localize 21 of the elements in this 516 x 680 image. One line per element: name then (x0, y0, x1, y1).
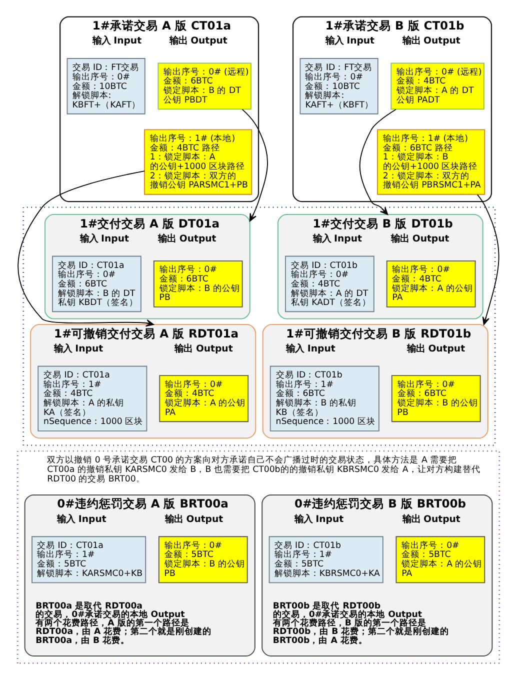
arrow (241, 108, 268, 222)
arrow (358, 108, 396, 215)
node-box: 交易 ID：CT01b 输出序号：1# 金额：6BTC 解锁脚本：B 的私钥 KB（签名） nSequence：1000 区块 (269, 366, 379, 432)
node-box: 输出序号：0# 金额：4BTC 锁定脚本：A 的公钥 PA (386, 260, 476, 308)
node-box: 交易 ID：CT01a 输出序号：1# 金额：4BTC 解锁脚本：A 的私钥 KA（签名） nSequence：1000 区块 (37, 366, 147, 432)
node-box: 输出序号：1# (本地) 金额：4BTC 路径 1：锁定脚本：A 的公钥+1000 区块路径 2：锁定脚本：双方的撤销公钥 PARSMC1+PB (144, 129, 252, 195)
node-box: 交易 ID：CT01a 输出序号：1# 金额：5BTC 解锁脚本：KARSMC0+KB (31, 536, 146, 584)
node-box: 输出序号：0# (远程) 金额：4BTC 锁定脚本：A 的 DT 公钥 PADT (390, 62, 484, 110)
node-box: 交易 ID：CT01a 输出序号：0# 金额：6BTC 解锁脚本：B 的 DT 私钥 KBDT（签名） (52, 256, 141, 312)
node-box: 输出序号：0# 金额：5BTC 锁定脚本：B 的公钥 PB (158, 536, 248, 584)
node-box: 输出序号：0# 金额：5BTC 锁定脚本：A 的公钥 PA (395, 536, 485, 584)
node-box: 输出序号：0# (远程) 金额：6BTC 锁定脚本：B 的 DT 公钥 PBDT (157, 62, 251, 110)
node-box: 输出序号：0# 金额：4BTC 锁定脚本：A 的公钥 PA (158, 375, 248, 422)
node-box: 输出序号：1# (本地) 金额：6BTC 路径 1：锁定脚本：B 的公钥+1000 区块路径 2：锁定脚本：双方的撤销公钥 PBRSMC1+PA (376, 129, 485, 195)
node-box: 输出序号：0# 金额：6BTC 锁定脚本：B 的公钥 PB (390, 375, 480, 422)
node-box: 交易 ID：FT交易输出序号：0# 金额：10BTC 解锁脚本: KBFT+（KAFT） (66, 58, 145, 114)
node-box: 交易 ID：CT01b 输出序号：0# 金额：4BTC 解锁脚本：A 的 DT 私钥 KADT（签名） (284, 256, 374, 312)
node-box: 交易 ID：FT交易输出序号：0# 金额：10BTC 解锁脚本: KAFT+（KBFT） (299, 58, 378, 114)
node-box: 交易 ID：CT01b 输出序号：1# 金额：5BTC 解锁脚本：KBRSMC0+KA (268, 536, 383, 584)
arrow (17, 170, 154, 327)
node-box: 输出序号：0# 金额：6BTC 锁定脚本：B 的公钥 PB (152, 260, 242, 308)
